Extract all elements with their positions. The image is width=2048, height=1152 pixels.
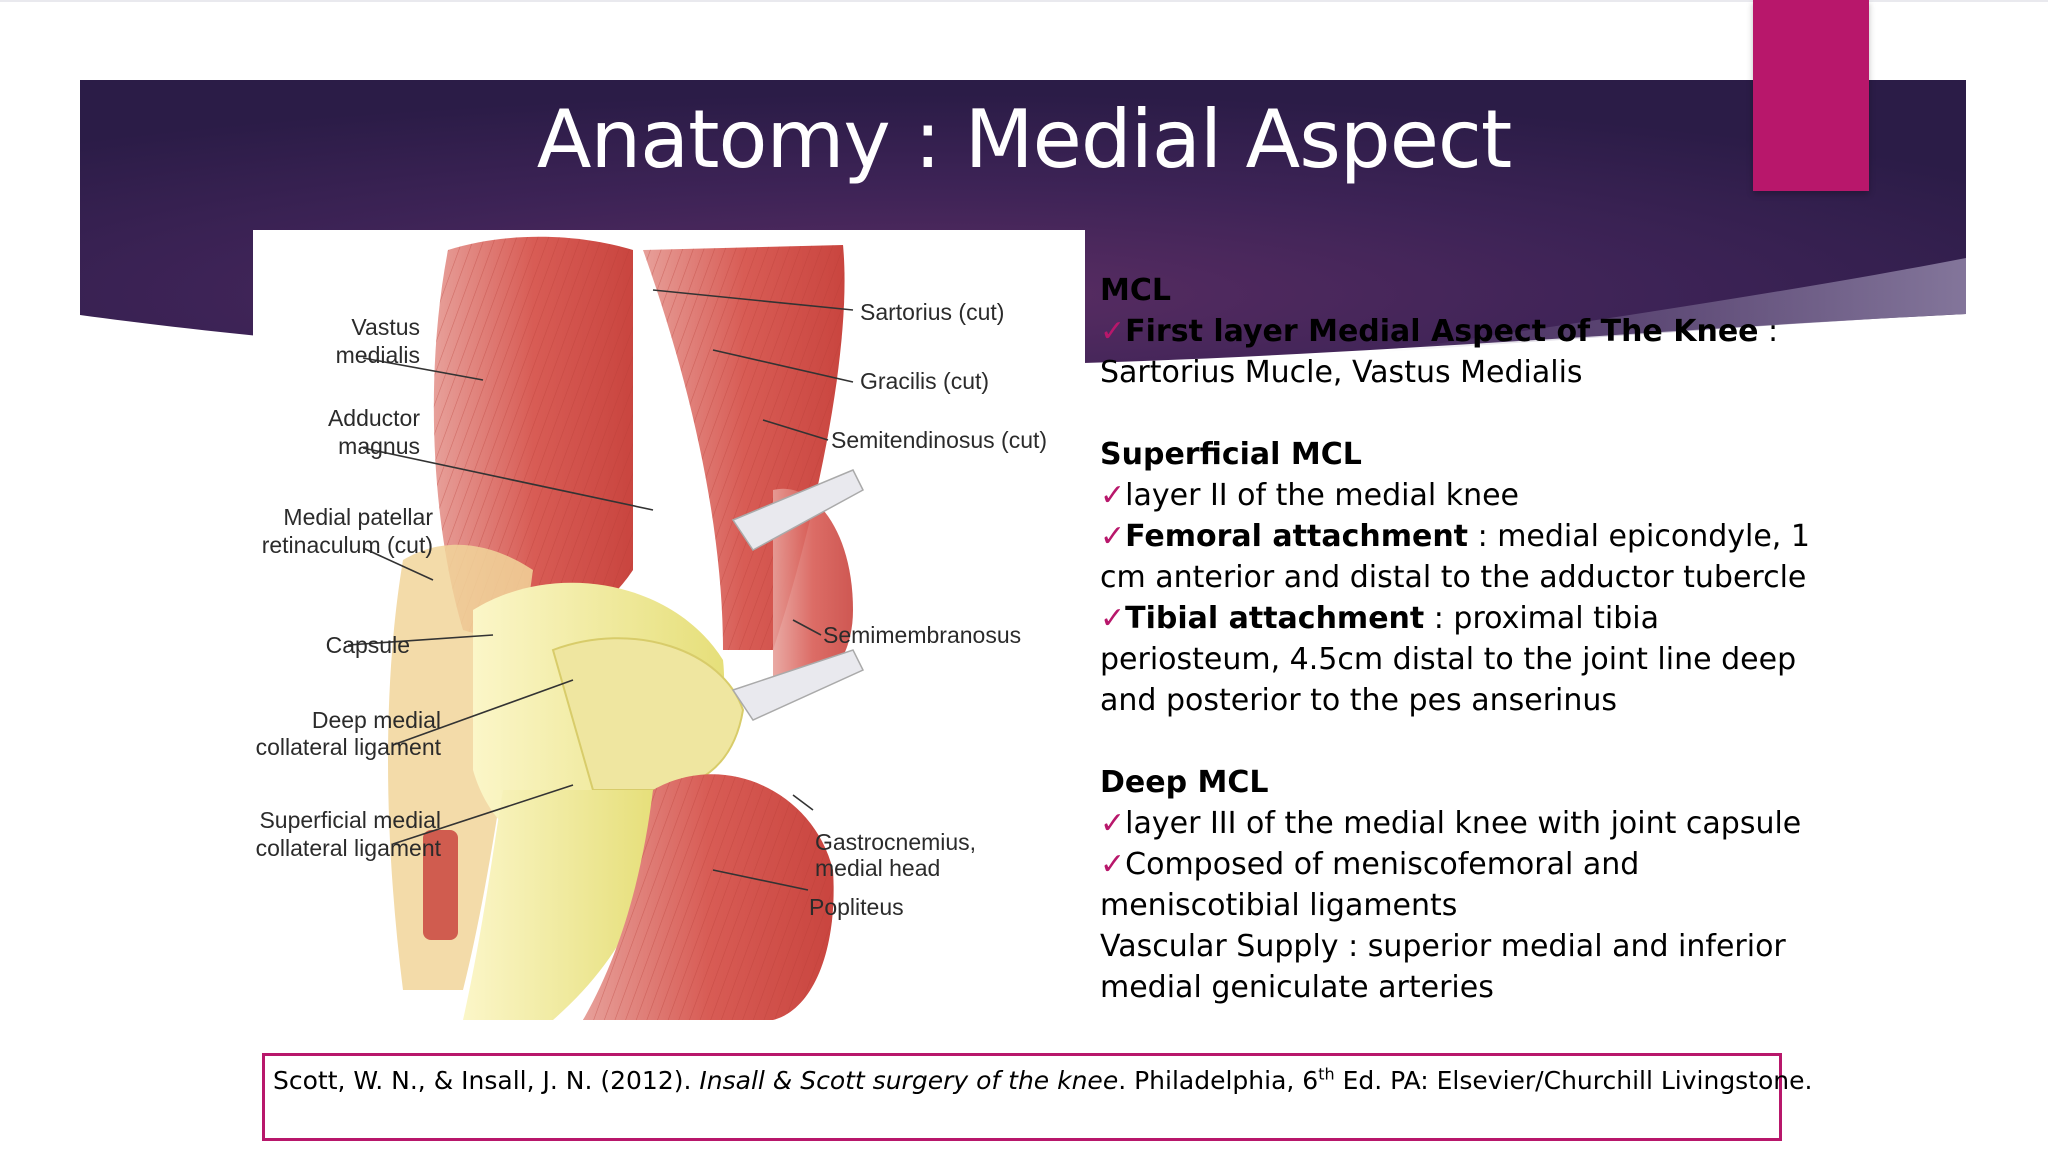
label-medial-patellar-2: retinaculum (cut): [262, 532, 433, 558]
label-gastrocnemius-1: Gastrocnemius,: [815, 829, 976, 855]
mcl-item-1: ✓First layer Medial Aspect of The Knee :: [1100, 314, 1779, 349]
citation-box: Scott, W. N., & Insall, J. N. (2012). In…: [262, 1053, 1812, 1141]
deep-item-1: ✓layer III of the medial knee with joint…: [1100, 806, 1802, 841]
deep-mcl-heading: Deep MCL: [1100, 765, 1269, 800]
deep-item-2: ✓Composed of meniscofemoral and: [1100, 847, 1640, 882]
label-sartorius: Sartorius (cut): [860, 299, 1004, 325]
slide-title: Anatomy : Medial Aspect: [536, 93, 1513, 186]
label-vastus-medialis-1: Vastus: [351, 314, 420, 340]
citation-publisher: Ed. PA: Elsevier/Churchill Livingstone.: [1334, 1066, 1813, 1095]
label-superficial-mcl-1: Superficial medial: [259, 807, 441, 833]
superficial-item-2-line-2: cm anterior and distal to the adductor t…: [1100, 560, 1807, 595]
tibia-shape: [463, 790, 655, 1020]
label-medial-patellar-1: Medial patellar: [283, 504, 433, 530]
superficial-item-2: ✓Femoral attachment : medial epicondyle,…: [1100, 519, 1810, 554]
label-capsule: Capsule: [326, 632, 410, 658]
check-icon: ✓: [1100, 847, 1126, 882]
label-adductor-magnus-2: magnus: [338, 433, 420, 459]
text-content: MCL ✓First layer Medial Aspect of The Kn…: [1100, 270, 1820, 1008]
label-vastus-medialis-2: medialis: [336, 342, 420, 368]
knee-anatomy-figure: Vastus medialis Adductor magnus Medial p…: [253, 230, 1085, 1030]
top-border: [0, 0, 2048, 2]
mcl-heading: MCL: [1100, 273, 1171, 308]
label-gracilis: Gracilis (cut): [860, 368, 989, 394]
label-semimembranosus: Semimembranosus: [823, 622, 1021, 648]
vascular-supply-line-2: medial geniculate arteries: [1100, 970, 1494, 1005]
citation-place: . Philadelphia, 6: [1118, 1066, 1319, 1095]
citation-superscript: th: [1318, 1064, 1335, 1084]
superficial-mcl-heading: Superficial MCL: [1100, 437, 1362, 472]
label-adductor-magnus-1: Adductor: [328, 405, 420, 431]
check-icon: ✓: [1100, 601, 1126, 636]
citation-book-title: Insall & Scott surgery of the knee: [699, 1066, 1119, 1095]
deep-item-2-line-2: meniscotibial ligaments: [1100, 888, 1458, 923]
label-superficial-mcl-2: collateral ligament: [256, 835, 442, 861]
check-icon: ✓: [1100, 806, 1126, 841]
vascular-supply-line-1: Vascular Supply : superior medial and in…: [1100, 929, 1786, 964]
superficial-item-3-line-3: and posterior to the pes anserinus: [1100, 683, 1618, 718]
superficial-item-3: ✓Tibial attachment : proximal tibia: [1100, 601, 1659, 636]
check-icon: ✓: [1100, 519, 1126, 554]
label-popliteus: Popliteus: [809, 894, 904, 920]
label-deep-mcl-1: Deep medial: [312, 707, 441, 733]
citation-authors: Scott, W. N., & Insall, J. N. (2012).: [273, 1066, 700, 1095]
check-icon: ✓: [1100, 478, 1126, 513]
label-semitendinosus: Semitendinosus (cut): [831, 427, 1047, 453]
superficial-item-1: ✓layer II of the medial knee: [1100, 478, 1520, 513]
label-deep-mcl-2: collateral ligament: [256, 734, 442, 760]
superficial-item-3-line-2: periosteum, 4.5cm distal to the joint li…: [1100, 642, 1797, 677]
mcl-item-1-line-2: Sartorius Mucle, Vastus Medialis: [1100, 355, 1583, 390]
check-icon: ✓: [1100, 314, 1126, 349]
label-gastrocnemius-2: medial head: [815, 855, 940, 881]
accent-bar: [1753, 0, 1869, 191]
